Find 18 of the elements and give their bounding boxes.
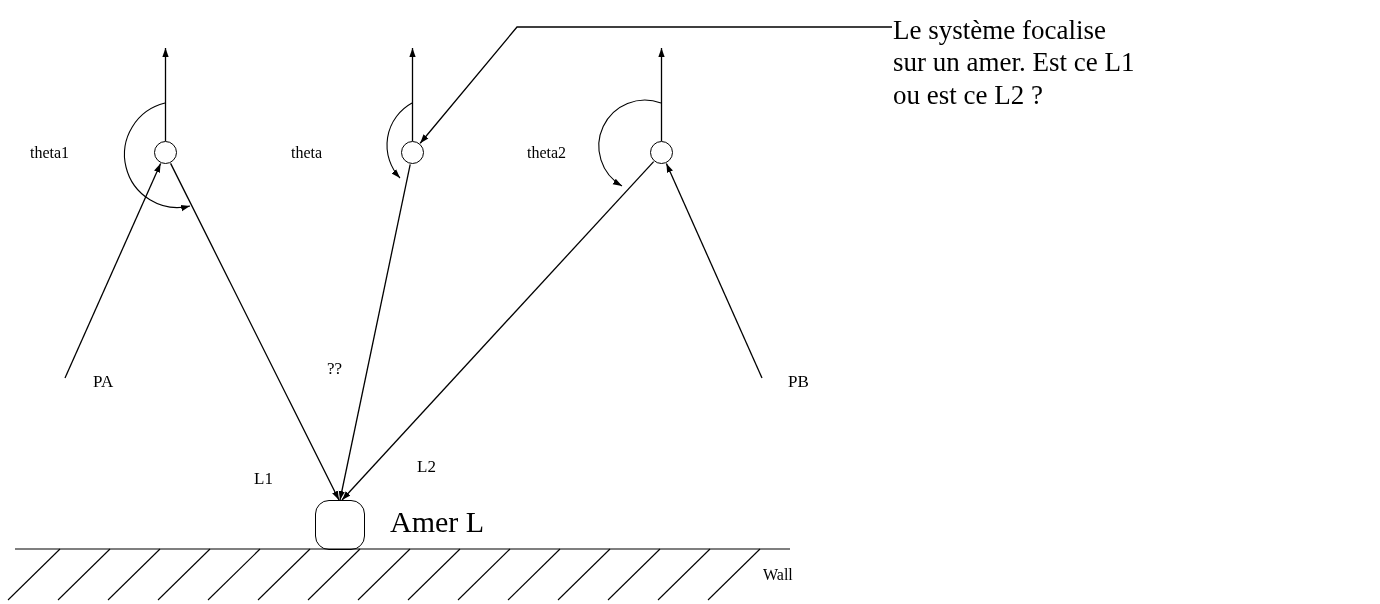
landmark-box — [315, 500, 365, 550]
edge-label: L2 — [417, 458, 436, 475]
edge-label: ?? — [327, 360, 343, 377]
angle-label: theta — [291, 145, 323, 161]
arrow — [341, 160, 655, 501]
angle-label: theta2 — [527, 145, 567, 161]
arrow — [665, 162, 763, 379]
angle-label: theta1 — [30, 145, 70, 161]
arrow — [64, 162, 162, 379]
landmark-label: Amer L — [390, 507, 485, 537]
arrow — [338, 163, 411, 501]
edge-label: L1 — [254, 470, 273, 487]
wall-label: Wall — [763, 567, 793, 583]
path-label: PA — [93, 373, 114, 390]
callout-text: Le système focalise sur un amer. Est ce L1 ou est ce L2 ? — [893, 14, 1138, 112]
arrow — [169, 162, 340, 501]
path-label: PB — [788, 373, 809, 390]
leader-line — [419, 26, 893, 144]
